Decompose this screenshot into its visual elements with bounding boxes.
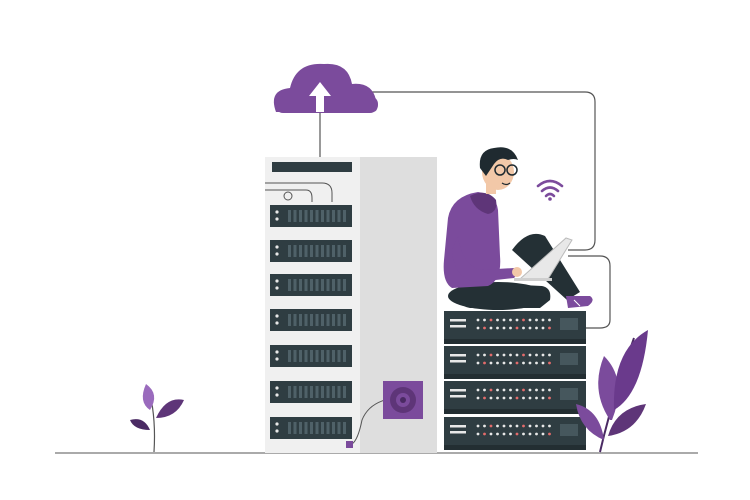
network-cable-top — [372, 91, 596, 251]
server-unit — [270, 345, 352, 367]
person-with-laptop — [443, 147, 593, 310]
cloud-upload-icon — [273, 63, 378, 158]
server-tower — [265, 157, 437, 453]
laptop-icon — [514, 237, 573, 281]
server-unit — [270, 417, 352, 439]
rack-server-unit — [444, 381, 586, 414]
rack-server-unit — [444, 346, 586, 379]
rack-server-unit — [444, 417, 586, 450]
fan-icon — [346, 381, 423, 448]
plant-icon — [576, 330, 648, 453]
tower-units — [270, 205, 352, 439]
rack-server-unit — [444, 311, 586, 344]
leaf-icon — [130, 384, 184, 453]
rack-server-stack — [444, 311, 586, 450]
server-unit — [270, 240, 352, 262]
server-unit — [270, 381, 352, 403]
server-unit — [270, 274, 352, 296]
wifi-icon — [536, 179, 564, 201]
server-unit — [270, 205, 352, 227]
server-unit — [270, 309, 352, 331]
network-cable-right — [568, 255, 611, 329]
